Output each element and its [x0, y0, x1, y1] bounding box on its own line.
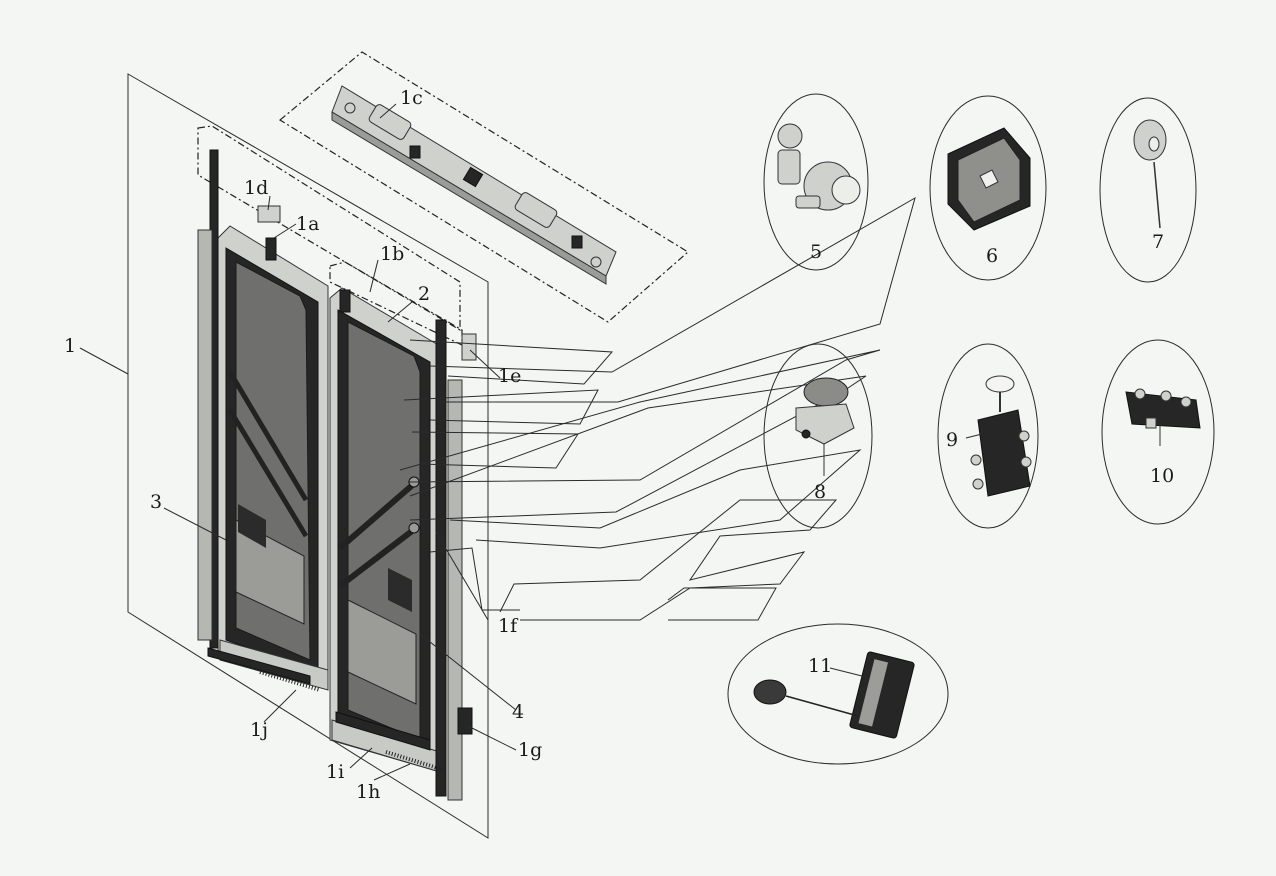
- part-9-switch: [970, 375, 1032, 497]
- callout-leaders: [79, 103, 983, 781]
- part-10-bubble: [1101, 339, 1215, 525]
- part-8-bubble: [763, 343, 873, 529]
- callout-1f: 1f: [498, 615, 519, 637]
- leader-lines: [399, 196, 916, 621]
- callout-1i: 1i: [326, 761, 344, 783]
- callout-1b: 1b: [380, 243, 404, 265]
- callout-4: 4: [512, 701, 524, 723]
- part-10-block: [1125, 388, 1201, 446]
- callout-1: 1: [64, 335, 76, 357]
- left-door-leaf-3: [197, 149, 329, 692]
- callout-1e: 1e: [498, 365, 521, 387]
- part-7-bubble: [1099, 97, 1197, 283]
- detail-frame-1c: [278, 51, 690, 323]
- callout-1d: 1d: [244, 177, 268, 199]
- door-mechanism-1c: [331, 85, 617, 285]
- callout-7: 7: [1152, 231, 1164, 253]
- part-8-lock: [795, 377, 855, 476]
- callout-10: 10: [1150, 465, 1174, 487]
- part-6-bubble: [929, 95, 1047, 281]
- assembly-panel-frame: [127, 73, 489, 839]
- part-5-valve: [777, 123, 861, 211]
- part-11-bubble: [727, 623, 949, 765]
- callout-3: 3: [150, 491, 162, 513]
- callout-6: 6: [986, 245, 998, 267]
- callout-1a: 1a: [296, 213, 319, 235]
- part-11-cylinder: [753, 651, 915, 739]
- callout-5: 5: [810, 241, 822, 263]
- part-7-cam: [1133, 119, 1167, 229]
- callout-2: 2: [418, 283, 430, 305]
- part-6-pad: [947, 127, 1031, 231]
- right-door-leaf-4: [329, 287, 477, 801]
- callout-11: 11: [808, 655, 832, 677]
- callout-1c: 1c: [400, 87, 423, 109]
- callout-8: 8: [814, 481, 826, 503]
- callout-1j: 1j: [250, 719, 268, 741]
- callout-1h: 1h: [356, 781, 380, 803]
- callout-9: 9: [946, 429, 958, 451]
- part-5-bubble: [763, 93, 869, 271]
- detail-frame-1d: [197, 125, 461, 332]
- part-9-bubble: [937, 343, 1039, 529]
- callout-1g: 1g: [518, 739, 542, 761]
